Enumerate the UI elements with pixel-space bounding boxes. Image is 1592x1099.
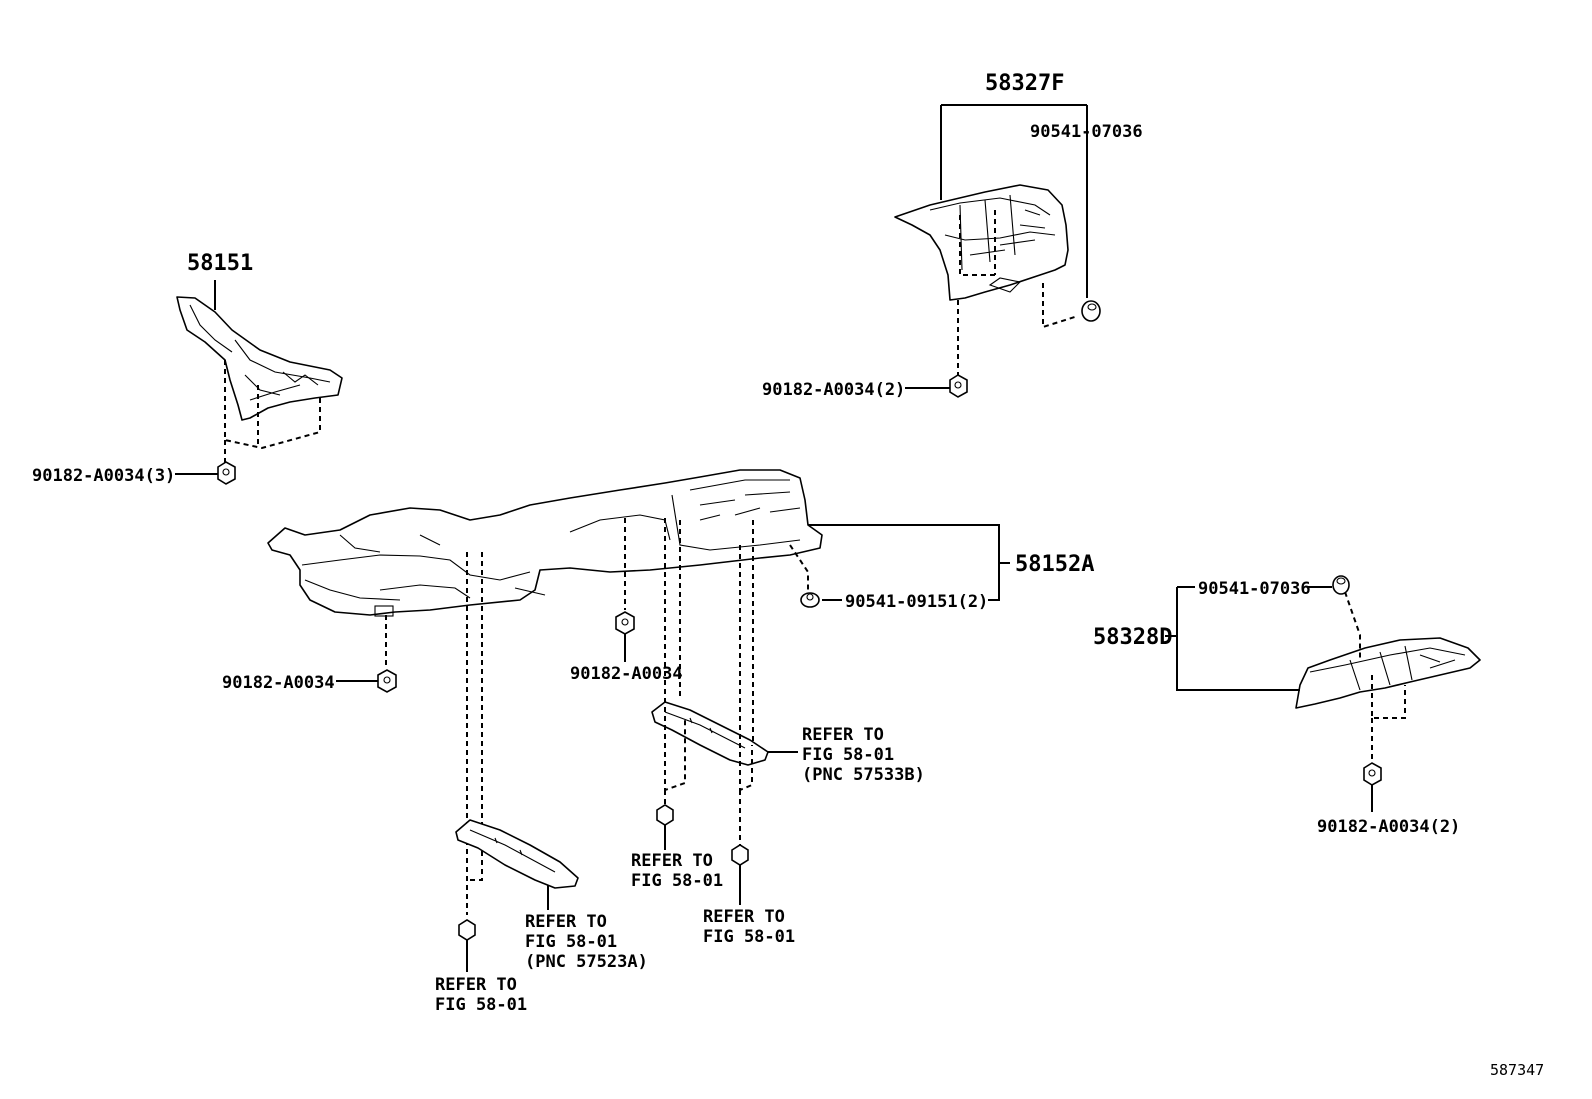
- heat-insulator-58152a: [267, 469, 823, 617]
- bracket-57523a: [455, 819, 579, 889]
- part-number-58152a: 58152A: [1015, 552, 1094, 577]
- bolt-fig58-01-b: [731, 844, 749, 905]
- reference-fig58-01-a-line2: FIG 58-01: [631, 871, 723, 891]
- part-number-58151: 58151: [187, 251, 253, 276]
- nut-90182-a0034-3: [217, 461, 236, 485]
- callout-58151-group: 58151: [187, 251, 321, 463]
- illustration-id: 587347: [1490, 1061, 1544, 1079]
- heat-insulator-58151: [176, 296, 343, 421]
- bolt-fig58-01-a: [656, 804, 674, 850]
- reference-57533b-line3: (PNC 57533B): [802, 765, 925, 785]
- part-number-90541-07036-top: 90541-07036: [1030, 122, 1143, 142]
- callout-58328d-group: 58328D 90541-07036: [1093, 579, 1406, 762]
- part-number-90182-a0034-3: 90182-A0034(3): [32, 466, 175, 486]
- part-number-90182-a0034-2-top: 90182-A0034(2): [762, 380, 905, 400]
- heat-insulator-58328d: [1295, 637, 1481, 709]
- part-number-90182-a0034-2-right: 90182-A0034(2): [1317, 817, 1460, 837]
- clip-90541-07036-top: [1081, 300, 1101, 322]
- callout-58152a-group: 58152A 90541-09151(2): [789, 524, 1094, 612]
- nut-90182-a0034-top-right: [949, 374, 968, 398]
- reference-57523a-line3: (PNC 57523A): [525, 952, 648, 972]
- reference-57533b-line2: FIG 58-01: [802, 745, 894, 765]
- bolt-fig58-01-c: [458, 919, 476, 972]
- reference-fig58-01-c-line1: REFER TO: [435, 975, 517, 995]
- part-number-90541-09151-2: 90541-09151(2): [845, 592, 988, 612]
- bracket-57533b: [651, 701, 769, 766]
- reference-fig58-01-c-line2: FIG 58-01: [435, 995, 527, 1015]
- reference-57523a-line2: FIG 58-01: [525, 932, 617, 952]
- part-number-58327f: 58327F: [985, 71, 1064, 96]
- reference-57533b-line1: REFER TO: [802, 725, 884, 745]
- clip-90541-07036-right: [1332, 575, 1350, 595]
- callout-58327f-group: 58327F 90541-07036: [940, 71, 1143, 377]
- nut-90182-a0034-mid: [615, 611, 635, 635]
- reference-57523a-line1: REFER TO: [525, 912, 607, 932]
- clip-90541-09151: [800, 592, 820, 608]
- part-number-90541-07036-right: 90541-07036: [1198, 579, 1311, 599]
- heat-insulator-58327f: [894, 184, 1069, 301]
- part-number-90182-a0034-mid: 90182-A0034: [570, 664, 683, 684]
- reference-fig58-01-b-line1: REFER TO: [703, 907, 785, 927]
- nut-90182-a0034-right: [1363, 762, 1382, 786]
- part-number-58328d: 58328D: [1093, 625, 1172, 650]
- reference-fig58-01-b-line2: FIG 58-01: [703, 927, 795, 947]
- part-number-90182-a0034-left: 90182-A0034: [222, 673, 335, 693]
- reference-fig58-01-a-line1: REFER TO: [631, 851, 713, 871]
- nut-90182-a0034-left: [377, 669, 397, 693]
